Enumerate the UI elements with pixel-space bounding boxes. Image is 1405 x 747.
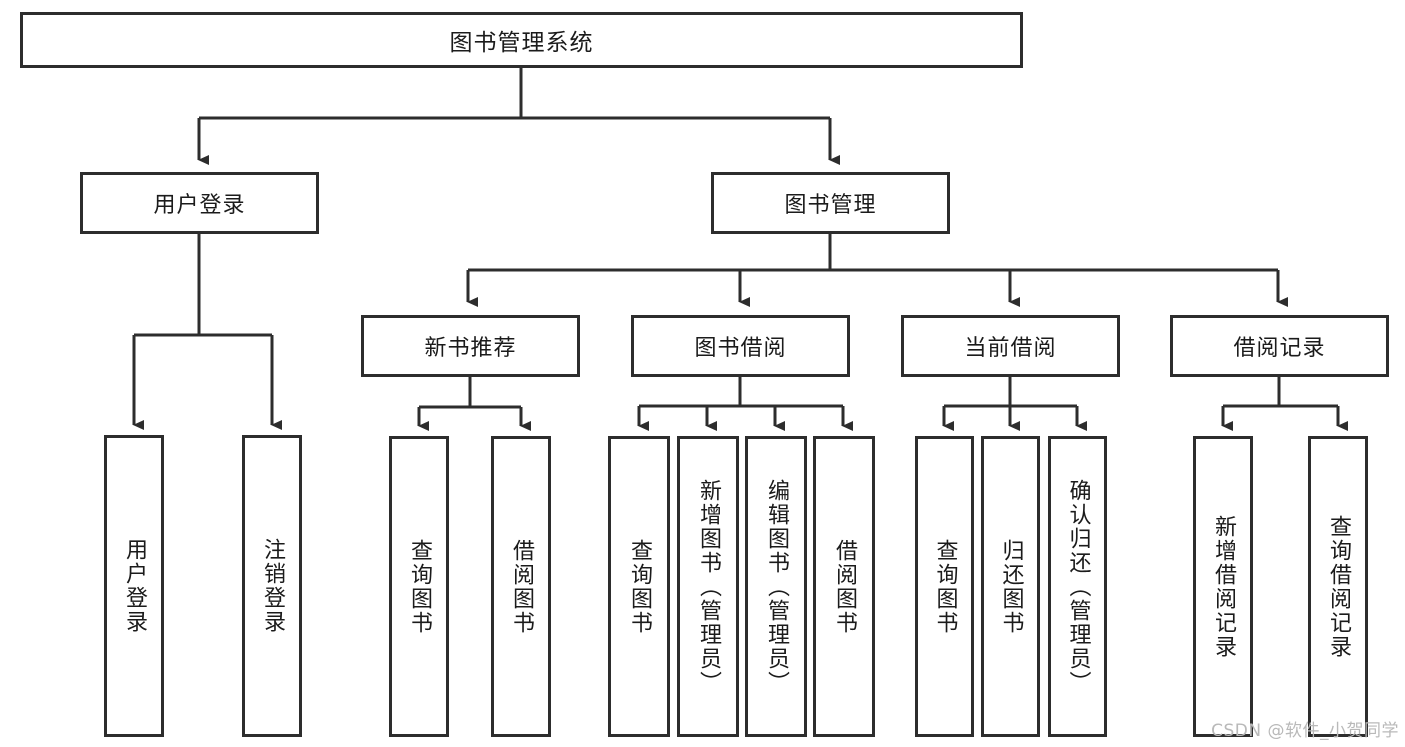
node-current-borrowing[interactable]: 当前借阅 — [901, 315, 1120, 377]
node-leaf-user-login[interactable]: 用户登录 — [104, 435, 164, 737]
node-root-book-management-system[interactable]: 图书管理系统 — [20, 12, 1023, 68]
node-label: 图书借阅 — [694, 336, 787, 361]
node-label: 新增借阅记录 — [1210, 514, 1236, 659]
node-leaf-confirm-return-admin[interactable]: 确认归还（管理员） — [1048, 436, 1107, 737]
node-label: 借阅图书 — [508, 538, 534, 635]
node-label: 当前借阅 — [964, 336, 1057, 361]
node-label: 确认归还（管理员） — [1065, 478, 1091, 695]
node-label: 图书管理 — [784, 193, 877, 218]
node-book-management[interactable]: 图书管理 — [711, 172, 950, 234]
node-leaf-logout[interactable]: 注销登录 — [242, 435, 302, 737]
node-borrowing-record[interactable]: 借阅记录 — [1170, 315, 1389, 377]
node-leaf-add-borrow-record[interactable]: 新增借阅记录 — [1193, 436, 1253, 737]
node-label: 图书管理系统 — [449, 30, 594, 56]
node-leaf-borrow-book[interactable]: 借阅图书 — [813, 436, 875, 737]
node-label: 新增图书（管理员） — [695, 478, 721, 695]
node-leaf-borrow-book-recommend[interactable]: 借阅图书 — [491, 436, 551, 737]
node-book-borrowing[interactable]: 图书借阅 — [631, 315, 850, 377]
node-leaf-query-book-recommend[interactable]: 查询图书 — [389, 436, 449, 737]
node-label: 借阅记录 — [1233, 336, 1326, 361]
node-label: 查询图书 — [626, 538, 652, 635]
node-label: 借阅图书 — [831, 538, 857, 635]
node-leaf-return-book[interactable]: 归还图书 — [981, 436, 1040, 737]
node-leaf-edit-book-admin[interactable]: 编辑图书（管理员） — [745, 436, 807, 737]
node-leaf-query-borrow-record[interactable]: 查询借阅记录 — [1308, 436, 1368, 737]
node-user-login[interactable]: 用户登录 — [80, 172, 319, 234]
node-label: 编辑图书（管理员） — [763, 478, 789, 695]
node-leaf-query-book-current[interactable]: 查询图书 — [915, 436, 974, 737]
node-label: 新书推荐 — [424, 336, 517, 361]
node-label: 查询图书 — [406, 538, 432, 635]
node-leaf-add-book-admin[interactable]: 新增图书（管理员） — [677, 436, 739, 737]
node-label: 查询借阅记录 — [1325, 514, 1351, 659]
node-label: 用户登录 — [153, 193, 246, 218]
csdn-watermark: CSDN @软件_小贺同学 — [1211, 721, 1399, 741]
node-label: 查询图书 — [932, 538, 958, 635]
node-label: 注销登录 — [259, 538, 285, 634]
node-label: 归还图书 — [998, 538, 1024, 635]
node-leaf-query-book-borrow[interactable]: 查询图书 — [608, 436, 670, 737]
node-label: 用户登录 — [121, 538, 147, 634]
node-new-book-recommendation[interactable]: 新书推荐 — [361, 315, 580, 377]
